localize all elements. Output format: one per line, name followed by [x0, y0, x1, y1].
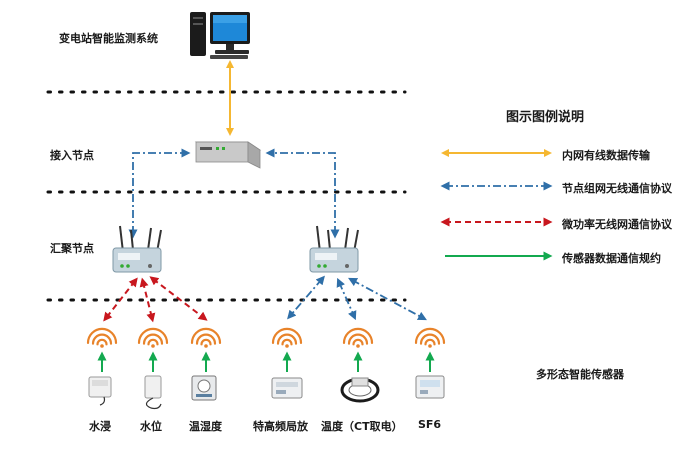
aggregation-node-left-icon: [112, 225, 162, 273]
wifi-icon: [137, 327, 169, 348]
legend-title: 图示图例说明: [506, 110, 585, 125]
legend-label-wired: 内网有线数据传输: [562, 149, 650, 162]
node-wireless-links: [128, 148, 340, 239]
sensor-protocol-arrows: [97, 351, 435, 372]
temperature-humidity-sensor-icon: [191, 375, 217, 401]
uhf-partial-discharge-sensor-icon: [271, 377, 303, 399]
node-to-sensor-links: [287, 275, 427, 321]
sensor-label-uhf-partial-discharge: 特高频局放: [253, 420, 308, 433]
left-node-link: [128, 148, 191, 239]
sensor-label-water-immersion: 水浸: [89, 420, 111, 433]
legend-label-sensor-protocol: 传感器数据通信规约: [562, 252, 661, 265]
legend-label-micro-power: 微功率无线网通信协议: [562, 218, 672, 231]
aggregation-layer-label: 汇聚节点: [50, 242, 94, 255]
wifi-icons: [86, 327, 446, 348]
wifi-icon: [414, 327, 446, 348]
ct-powered-temperature-sensor-icon: [340, 377, 380, 403]
monitoring-computer-icon: [190, 12, 250, 59]
wifi-icon: [86, 327, 118, 348]
aggregation-node-right-icon: [309, 225, 359, 273]
wifi-icon: [342, 327, 374, 348]
sensor-label-ct-temperature: 温度（CT取电）: [321, 420, 403, 433]
sensor-label-water-level: 水位: [140, 420, 162, 433]
sensor-label-sf6: SF6: [418, 418, 442, 431]
sensor-label-temperature-humidity: 温湿度: [189, 420, 222, 433]
legend-label-node-wireless: 节点组网无线通信协议: [562, 182, 672, 195]
sensors-group-label: 多形态智能传感器: [536, 368, 624, 381]
access-node-device-icon: [194, 141, 262, 169]
legend-lines: [440, 149, 553, 261]
wifi-icon: [190, 327, 222, 348]
access-layer-label: 接入节点: [50, 149, 94, 162]
right-node-link: [265, 148, 340, 239]
sf6-sensor-icon: [415, 375, 445, 399]
water-immersion-sensor-icon: [88, 376, 112, 406]
water-level-sensor-icon: [144, 375, 162, 410]
system-title: 变电站智能监测系统: [59, 32, 158, 45]
micro-power-links: [103, 276, 208, 323]
wifi-icon: [271, 327, 303, 348]
